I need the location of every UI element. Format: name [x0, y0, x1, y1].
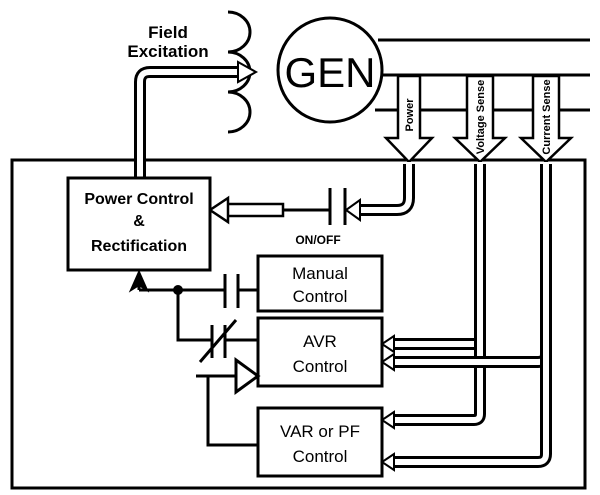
controller-enclosure [10, 158, 587, 490]
avr-control-line1: AVR [303, 332, 337, 351]
manual-control-block: Manual Control [256, 254, 384, 313]
on-off-label: ON/OFF [295, 233, 340, 247]
field-excitation-label-1: Field [148, 23, 188, 42]
switch-to-power-control-arrow [207, 195, 285, 225]
voltage-sense-label: Voltage Sense [475, 80, 487, 154]
voltage-sense-routing [380, 162, 486, 430]
field-excitation-feed [134, 60, 259, 178]
voltage-sense-arrow: Voltage Sense [451, 74, 509, 164]
avr-contact [198, 319, 258, 363]
power-feed-pipe [344, 162, 415, 222]
current-sense-arrow: Current Sense [517, 74, 575, 164]
manual-contact [223, 274, 258, 308]
power-signal-label: Power [404, 98, 416, 132]
current-sense-routing [380, 162, 552, 472]
generator-label: GEN [284, 49, 375, 96]
field-excitation-arrowhead [237, 60, 259, 84]
field-excitation-label-2: Excitation [127, 42, 208, 61]
power-control-block: Power Control & Rectification [66, 176, 212, 272]
power-signal-arrow: Power [383, 74, 435, 164]
generator: GEN [276, 16, 384, 124]
power-feed-arrowhead [344, 198, 361, 222]
power-control-line3: Rectification [91, 238, 187, 255]
avr-contact-feed [176, 290, 212, 342]
summing-amplifier-triangle [234, 357, 261, 395]
generator-circle [276, 16, 384, 124]
power-control-line2: & [133, 213, 145, 230]
on-off-switch: ON/OFF [283, 188, 347, 247]
var-feedback-line [206, 374, 258, 447]
var-pf-line1: VAR or PF [280, 422, 360, 441]
current-sense-label: Current Sense [541, 79, 553, 154]
manual-control-line2: Control [293, 287, 348, 306]
manual-control-line1: Manual [292, 264, 348, 283]
avr-control-block: AVR Control [256, 316, 384, 388]
power-control-line1: Power Control [84, 191, 193, 208]
var-pf-control-block: VAR or PF Control [256, 406, 384, 478]
avr-control-line2: Control [293, 357, 348, 376]
var-pf-line2: Control [293, 447, 348, 466]
